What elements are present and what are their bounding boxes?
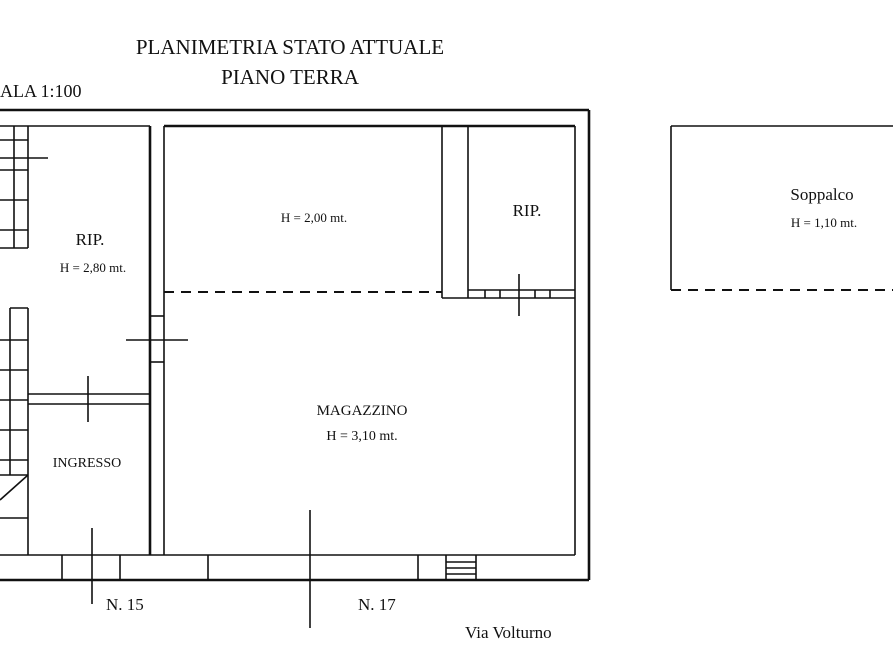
street-number-15: N. 15 bbox=[106, 595, 144, 614]
street-number-17: N. 17 bbox=[358, 595, 396, 614]
plan-title: PLANIMETRIA STATO ATTUALE bbox=[136, 35, 444, 59]
street-name: Via Volturno bbox=[465, 623, 552, 642]
rip-left-height: H = 2,80 mt. bbox=[60, 260, 126, 275]
upper-rooms-walls bbox=[164, 124, 575, 316]
magazzino-height: H = 3,10 mt. bbox=[326, 429, 397, 444]
ingresso-name: INGRESSO bbox=[53, 456, 121, 471]
magazzino-name: MAGAZZINO bbox=[317, 403, 408, 419]
scale-label: ALA 1:100 bbox=[0, 81, 82, 101]
outer-walls bbox=[0, 108, 591, 582]
rip-left-name: RIP. bbox=[76, 230, 105, 249]
rip-left-walls bbox=[28, 126, 188, 555]
rip-right-name: RIP. bbox=[513, 201, 542, 220]
stair-block bbox=[0, 126, 48, 555]
plan-subtitle: PIANO TERRA bbox=[221, 65, 360, 89]
soppalco-height: H = 1,10 mt. bbox=[791, 215, 857, 230]
facade-openings bbox=[61, 510, 477, 628]
soppalco-outline bbox=[670, 125, 893, 291]
upper-mid-height: H = 2,00 mt. bbox=[281, 210, 347, 225]
soppalco-name: Soppalco bbox=[790, 185, 853, 204]
